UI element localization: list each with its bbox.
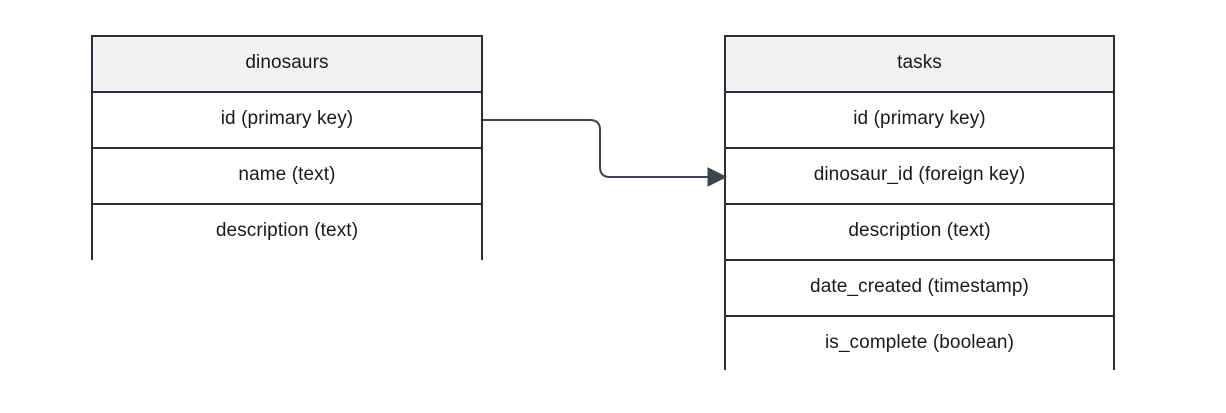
entity-tasks-field-description[interactable]: description (text) <box>726 205 1113 261</box>
entity-dinosaurs-field-description[interactable]: description (text) <box>93 205 481 261</box>
entity-tasks-field-is-complete[interactable]: is_complete (boolean) <box>726 317 1113 373</box>
entity-dinosaurs-title: dinosaurs <box>93 37 481 93</box>
entity-tasks-title: tasks <box>726 37 1113 93</box>
entity-tasks-field-dinosaur-id[interactable]: dinosaur_id (foreign key) <box>726 149 1113 205</box>
entity-dinosaurs[interactable]: dinosaurs id (primary key) name (text) d… <box>91 35 483 261</box>
entity-tasks-field-date-created[interactable]: date_created (timestamp) <box>726 261 1113 317</box>
entity-dinosaurs-field-name[interactable]: name (text) <box>93 149 481 205</box>
entity-tasks[interactable]: tasks id (primary key) dinosaur_id (fore… <box>724 35 1115 373</box>
entity-tasks-field-id[interactable]: id (primary key) <box>726 93 1113 149</box>
relationship-connector-line[interactable] <box>483 119 708 178</box>
entity-dinosaurs-field-id[interactable]: id (primary key) <box>93 93 481 149</box>
